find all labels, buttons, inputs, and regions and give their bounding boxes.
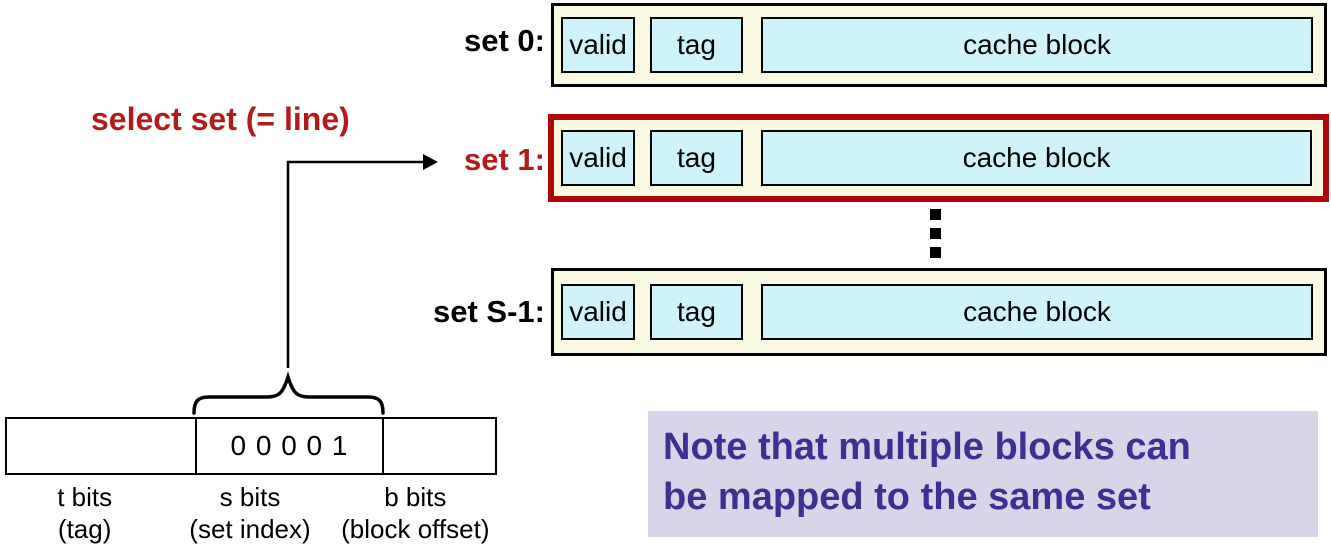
s-bits-label: s bits (set index): [189, 482, 311, 544]
cache-set-row-1-highlighted: valid tag cache block: [548, 114, 1329, 202]
tag-cell: tag: [650, 284, 743, 340]
t-bits-label: t bits (tag): [57, 482, 113, 544]
s-bits-brace-icon: [192, 371, 385, 415]
cache-set-row-s1: valid tag cache block: [551, 268, 1327, 356]
note-line-2: be mapped to the same set: [663, 476, 1151, 518]
b-bits-cell: [384, 419, 495, 473]
set-s1-label: set S-1:: [433, 294, 545, 329]
arrowhead-icon: [423, 154, 438, 170]
vertical-ellipsis-icon: [930, 209, 941, 258]
valid-bit-cell: valid: [561, 130, 635, 186]
select-set-label: select set (= line): [91, 101, 350, 137]
note-line-1: Note that multiple blocks can: [663, 426, 1191, 468]
s-bits-cell: 0 0 0 0 1: [197, 419, 384, 473]
valid-bit-cell: valid: [561, 17, 635, 73]
valid-bit-cell: valid: [561, 284, 635, 340]
tag-cell: tag: [650, 17, 743, 73]
address-box: 0 0 0 0 1: [5, 417, 497, 475]
note-box: Note that multiple blocks can be mapped …: [648, 411, 1318, 537]
tag-cell: tag: [650, 130, 743, 186]
t-bits-cell: [7, 419, 197, 473]
cache-block-cell: cache block: [761, 130, 1312, 186]
cache-set-row-0: valid tag cache block: [551, 3, 1327, 87]
b-bits-label: b bits (block offset): [341, 482, 490, 544]
selection-arrow: [286, 160, 424, 368]
cache-block-cell: cache block: [761, 17, 1313, 73]
set-1-label: set 1:: [464, 142, 545, 177]
cache-block-cell: cache block: [761, 284, 1313, 340]
set-0-label: set 0:: [464, 23, 545, 58]
address-field-labels: t bits (tag) s bits (set index) b bits (…: [2, 481, 498, 545]
